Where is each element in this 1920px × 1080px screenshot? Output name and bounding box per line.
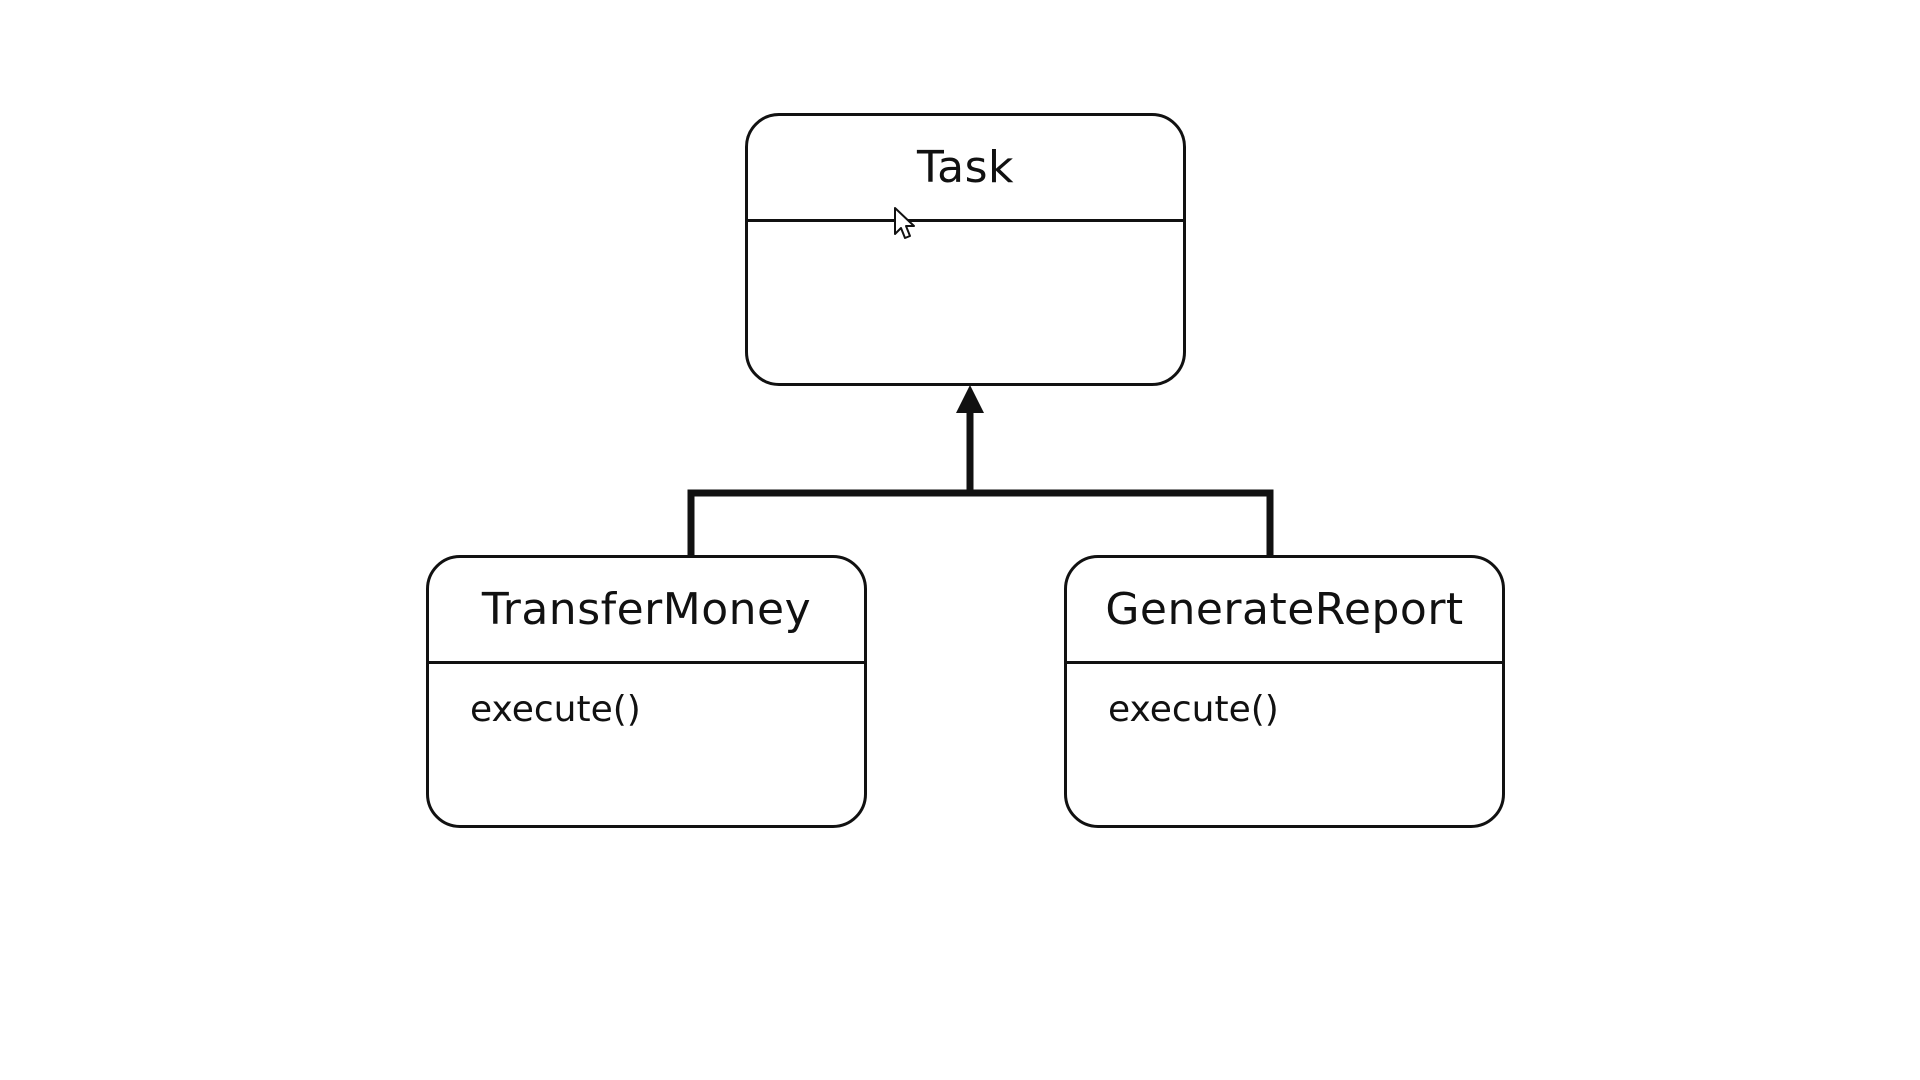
class-name: Task — [748, 116, 1183, 222]
class-members: execute() — [1067, 664, 1502, 728]
mouse-pointer-icon — [894, 207, 915, 239]
class-name: TransferMoney — [429, 558, 864, 664]
method-execute: execute() — [470, 689, 641, 730]
class-members: execute() — [429, 664, 864, 728]
class-name: GenerateReport — [1067, 558, 1502, 664]
class-task[interactable]: Task — [745, 113, 1186, 386]
connector-line — [687, 489, 1274, 555]
inheritance-arrowhead-icon — [956, 385, 984, 413]
class-transfermoney[interactable]: TransferMoney execute() — [426, 555, 867, 828]
class-generatereport[interactable]: GenerateReport execute() — [1064, 555, 1505, 828]
class-members — [748, 222, 1183, 250]
method-execute: execute() — [1108, 689, 1279, 730]
